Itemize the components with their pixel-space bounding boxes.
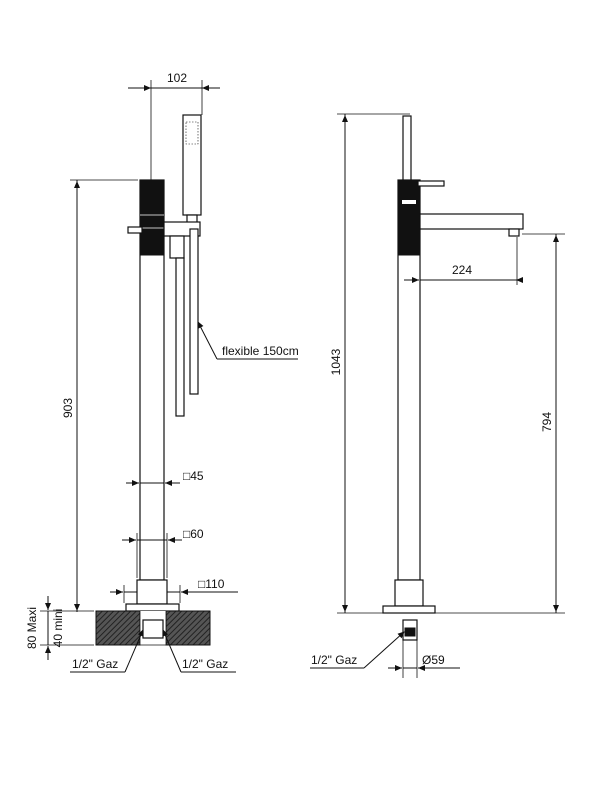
front-gas-leaders: 1/2" Gaz 1/2" Gaz xyxy=(70,629,236,673)
side-column xyxy=(397,179,445,581)
section-110-label: □110 xyxy=(198,577,225,591)
flexible-leader: flexible 150cm xyxy=(197,321,299,360)
reach-224-label: 224 xyxy=(452,263,472,277)
dim-reach-224: 224 xyxy=(404,237,523,290)
dim-section-45: □45 xyxy=(126,469,204,492)
gas-right-label: 1/2" Gaz xyxy=(182,657,228,671)
dim-section-60: □60 xyxy=(122,527,204,578)
flexible-hose xyxy=(175,228,199,417)
dim-height-1043: 1043 xyxy=(329,113,410,614)
spout xyxy=(419,213,524,237)
height-794-label: 794 xyxy=(540,412,554,432)
section-45-label: □45 xyxy=(183,469,204,483)
front-view: 102 flexible 150cm xyxy=(25,71,299,673)
width-102-label: 102 xyxy=(167,71,187,85)
height-903-label: 903 xyxy=(61,398,75,418)
height-1043-label: 1043 xyxy=(329,348,343,375)
side-base xyxy=(382,579,436,641)
section-60-label: □60 xyxy=(183,527,204,541)
floor-min-label: 40 mini xyxy=(51,609,65,648)
flexible-label: flexible 150cm xyxy=(222,344,299,358)
front-column xyxy=(127,179,201,581)
side-gas-leader: 1/2" Gaz xyxy=(310,631,405,669)
front-base xyxy=(125,579,180,612)
floor-section xyxy=(95,610,211,646)
gas-left-label: 1/2" Gaz xyxy=(72,657,118,671)
floor-max-label: 80 Maxi xyxy=(25,607,39,649)
dim-width-102: 102 xyxy=(128,71,220,180)
side-gas-label: 1/2" Gaz xyxy=(311,653,357,667)
dim-height-794: 794 xyxy=(435,233,565,614)
dim-height-903: 903 xyxy=(61,179,138,612)
dim-section-110: □110 xyxy=(110,577,238,603)
dim-diameter-59: Ø59 xyxy=(388,640,460,678)
side-view: 1043 224 794 1/2" Gaz xyxy=(310,113,565,678)
side-hand-shower xyxy=(402,115,412,182)
hand-shower xyxy=(182,114,202,230)
diameter-59-label: Ø59 xyxy=(422,653,445,667)
dim-floor-depth: 80 Maxi 40 mini xyxy=(25,596,94,660)
